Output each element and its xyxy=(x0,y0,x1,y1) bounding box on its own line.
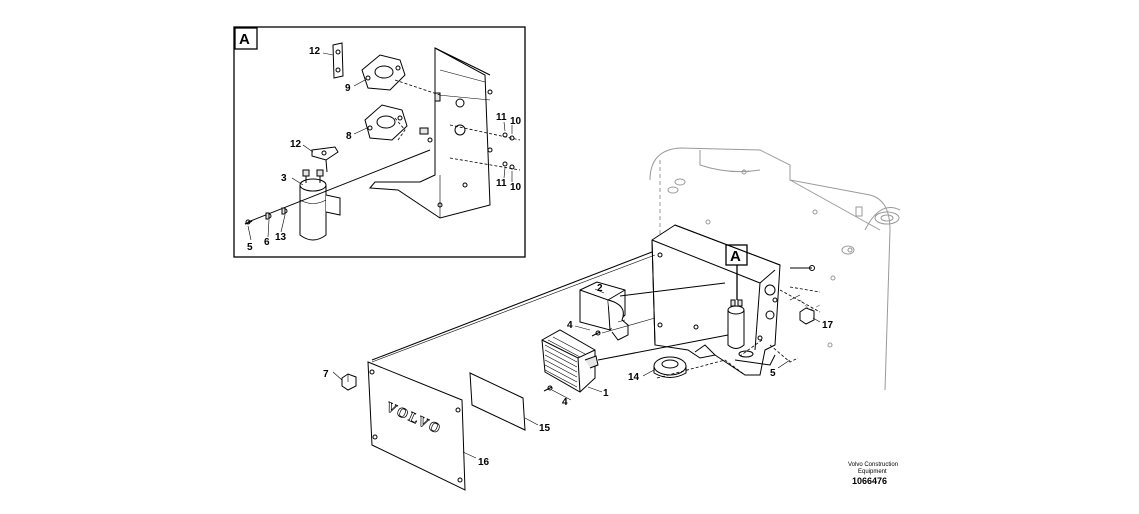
main-callout-a: A xyxy=(725,244,748,300)
label-1: 1 xyxy=(603,388,609,399)
label-11-bottom: 11 xyxy=(496,178,507,189)
label-5-main: 5 xyxy=(770,368,776,379)
detail-letter-box xyxy=(234,27,258,50)
label-4-upper: 4 xyxy=(567,320,573,331)
detail-bracket xyxy=(368,47,493,219)
main-assembly-lines xyxy=(371,251,821,379)
label-8: 8 xyxy=(346,131,352,142)
label-6: 6 xyxy=(264,237,270,248)
label-5-detail: 5 xyxy=(247,242,253,253)
main-callout-letter: A xyxy=(730,248,741,265)
detail-clip-12-lower xyxy=(311,146,339,173)
label-12-top: 12 xyxy=(309,46,321,57)
machine-housing-outline xyxy=(649,147,901,391)
label-2: 2 xyxy=(597,283,603,294)
main-solenoid xyxy=(727,299,754,358)
control-unit-1 xyxy=(541,329,599,393)
brand-line2: Equipment xyxy=(858,469,887,475)
label-3: 3 xyxy=(281,173,287,184)
detail-plate-12-top xyxy=(332,42,344,79)
main-leaders xyxy=(332,288,821,459)
detail-screws-10-11 xyxy=(449,124,521,171)
label-11-top: 11 xyxy=(496,112,507,123)
detail-screws-5-6-13 xyxy=(244,149,431,225)
main-bracket xyxy=(651,224,781,376)
label-12-lower: 12 xyxy=(290,139,302,150)
ring-14 xyxy=(653,356,687,378)
bolt-17 xyxy=(799,307,815,325)
footer-block: Volvo Construction Equipment 1066476 xyxy=(848,462,898,486)
label-4-lower: 4 xyxy=(562,397,568,408)
label-13: 13 xyxy=(275,232,287,243)
detail-leaders xyxy=(247,52,513,241)
relay-2 xyxy=(579,281,629,341)
detail-frame xyxy=(233,26,526,258)
drawing-number: 1066476 xyxy=(852,476,887,486)
label-16: 16 xyxy=(478,457,490,468)
brand-line1: Volvo Construction xyxy=(848,462,898,468)
cover-plate-16: VOLVO xyxy=(367,361,466,491)
screws-4 xyxy=(543,330,601,392)
label-7: 7 xyxy=(323,369,329,380)
label-17: 17 xyxy=(822,320,834,331)
detail-bushing-9 xyxy=(361,54,441,96)
detail-solenoid-3 xyxy=(299,169,341,241)
label-10-bottom: 10 xyxy=(510,182,522,193)
label-14: 14 xyxy=(628,372,640,383)
label-9: 9 xyxy=(345,83,351,94)
detail-letter: A xyxy=(239,31,250,48)
decal-15 xyxy=(469,372,526,431)
label-15: 15 xyxy=(539,423,551,434)
detail-view-a: A xyxy=(233,26,526,258)
label-10-top: 10 xyxy=(510,116,522,127)
bolt-7 xyxy=(341,373,357,391)
detail-bushing-8 xyxy=(364,104,408,141)
